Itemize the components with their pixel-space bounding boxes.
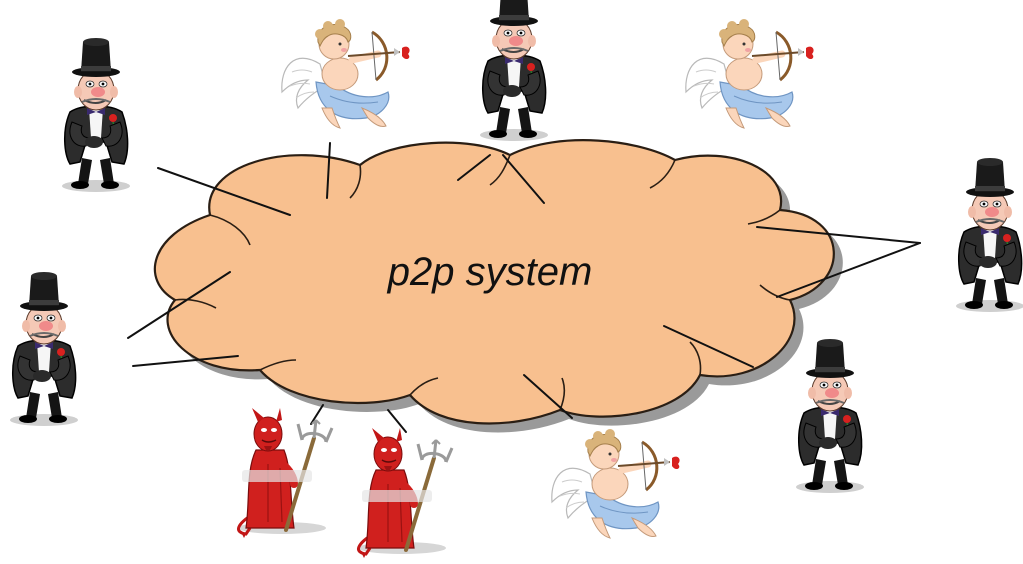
- link-peer-5b: [776, 242, 921, 298]
- peer-5: [955, 157, 1023, 313]
- cupid-icon: [552, 429, 680, 538]
- peer-8: [238, 408, 332, 538]
- cupid-icon: [282, 19, 410, 128]
- gentleman-icon: [9, 271, 79, 427]
- gentleman-icon: [61, 37, 131, 193]
- link-peer-3b: [502, 154, 545, 204]
- link-peer-8: [310, 404, 324, 425]
- peer-4: [686, 19, 814, 128]
- peer-1: [61, 37, 131, 193]
- gentleman-icon: [479, 0, 549, 142]
- cloud-creases: [174, 154, 791, 411]
- cupid-icon: [686, 19, 814, 128]
- link-peer-3a: [457, 154, 491, 181]
- peer-6: [9, 271, 79, 427]
- link-peer-2: [326, 142, 331, 199]
- cloud-shape: [153, 139, 835, 425]
- cloud-label: p2p system: [387, 250, 593, 294]
- peer-3: [479, 0, 549, 142]
- link-peer-6b: [132, 355, 239, 367]
- peer-9: [358, 428, 452, 558]
- link-peer-9: [387, 409, 407, 433]
- link-peer-5a: [756, 226, 921, 244]
- link-peer-6a: [127, 271, 231, 339]
- p2p-cloud: p2p system: [153, 139, 843, 433]
- gentleman-icon: [795, 338, 865, 494]
- gentleman-icon: [955, 157, 1023, 313]
- link-peer-7: [663, 325, 754, 368]
- peer-2: [282, 19, 410, 128]
- peer-10: [552, 429, 680, 538]
- peer-links: [127, 142, 921, 433]
- link-peer-10: [523, 374, 573, 419]
- peer-7: [795, 338, 865, 494]
- devil-icon: [358, 428, 452, 558]
- devil-icon: [238, 408, 332, 538]
- link-peer-1: [157, 167, 291, 216]
